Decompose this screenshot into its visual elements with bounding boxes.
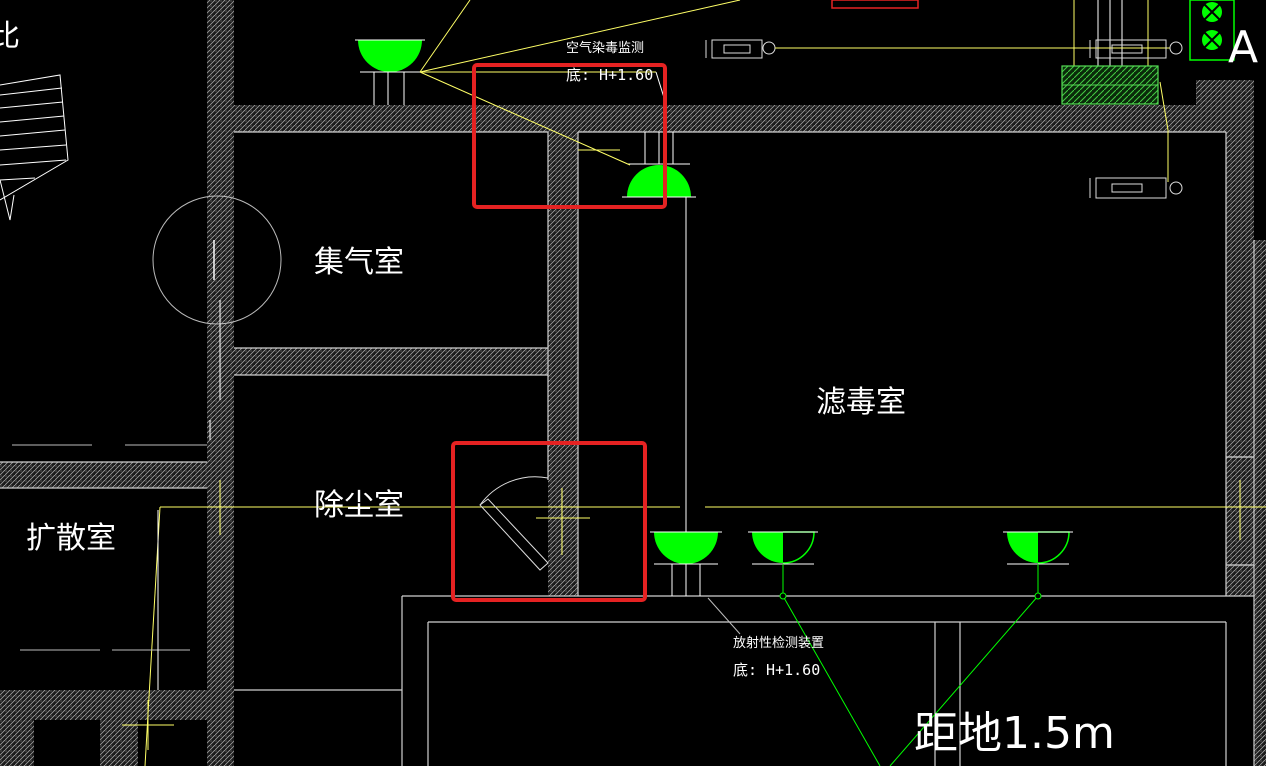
wall-left-lower	[0, 462, 207, 488]
top-left-fragment: 比	[0, 19, 20, 54]
column-circle-marker	[152, 195, 282, 325]
lamps	[355, 39, 1073, 596]
wall-top	[234, 105, 1254, 132]
valves	[705, 39, 1183, 199]
wall-right-lower	[1254, 240, 1266, 766]
staircase	[0, 74, 69, 221]
wall-outlines	[0, 131, 1255, 766]
radiation-height: 底: H+1.60	[733, 661, 820, 679]
highlight-box-lower	[451, 441, 647, 602]
room-label-filtration: 滤毒室	[816, 385, 906, 420]
signal-box	[1189, 0, 1235, 61]
highlight-box-upper	[472, 63, 667, 209]
valve-top-right	[1089, 39, 1183, 59]
lamp-top-left	[355, 39, 425, 105]
room-label-diffusion: 扩散室	[26, 521, 116, 556]
door-swing	[479, 476, 549, 571]
lamp-corridor-top	[622, 132, 696, 198]
lamp-bottom-3	[1003, 531, 1073, 596]
wall-mid-vertical	[548, 132, 578, 596]
wall-gas-dust	[234, 348, 548, 375]
wiring	[144, 0, 1266, 766]
labels: 集气室 除尘室 滤毒室 扩散室 空气染毒监测 底: H+1.60 放射性检测装置…	[0, 19, 1115, 759]
height-note: 距地1.5m	[914, 708, 1115, 759]
room-label-dust-removal: 除尘室	[314, 488, 404, 523]
room-label-gas-collection: 集气室	[314, 245, 404, 280]
radiation-title: 放射性检测装置	[733, 635, 824, 651]
cross-markers	[122, 480, 1266, 750]
wall-left-bottom-col2	[0, 720, 34, 766]
valve-right-mid	[1089, 81, 1183, 199]
right-edge-fragment: A	[1228, 22, 1258, 73]
air-monitor-title: 空气染毒监测	[566, 40, 644, 56]
valve-top-left	[705, 39, 1170, 59]
wall-left-bottom-col	[100, 720, 138, 766]
top-right-equipment: A	[831, 0, 1258, 105]
wall-right-upper	[1196, 80, 1254, 105]
lamp-bottom-1	[650, 531, 722, 596]
highlights	[451, 63, 667, 602]
left-misc-lines	[12, 300, 221, 690]
lamp-bottom-2	[748, 531, 818, 596]
air-monitor-height: 底: H+1.60	[566, 66, 653, 84]
wall-bottom-stub	[548, 565, 578, 596]
wall-left-bottom	[0, 690, 234, 720]
